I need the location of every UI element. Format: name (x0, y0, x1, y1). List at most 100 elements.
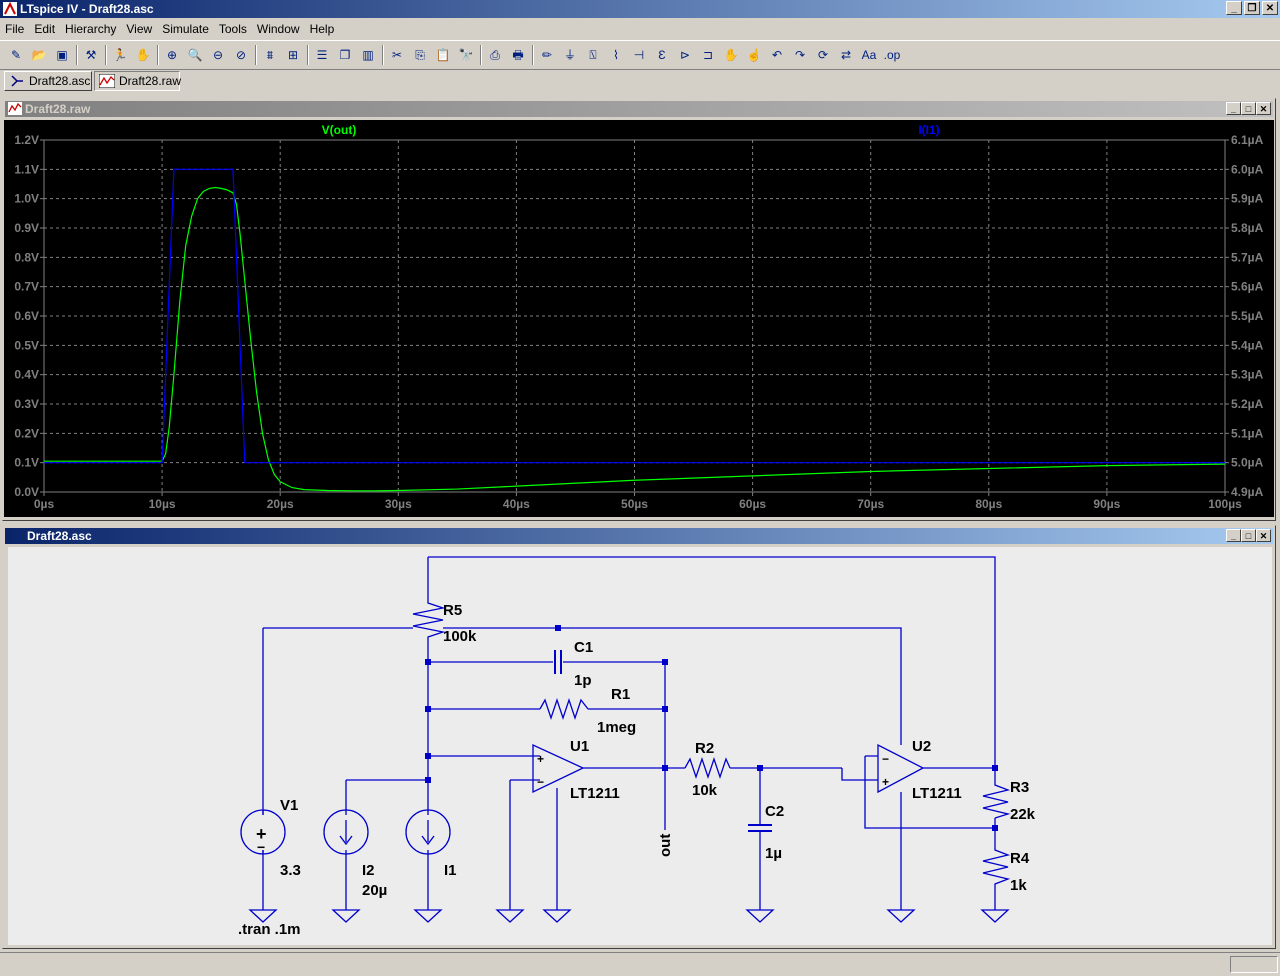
x-tick-label: 60µs (739, 497, 766, 511)
menu-view[interactable]: View (126, 22, 153, 36)
tab-waveform[interactable]: Draft28.raw (94, 71, 181, 91)
window-title: LTspice IV - Draft28.asc (20, 2, 154, 16)
inductor-icon[interactable]: Ɛ (658, 48, 666, 62)
spice-directive-icon[interactable]: .op (883, 48, 901, 62)
schematic-window: Draft28.asc _ □ ✕ (2, 525, 1276, 949)
diode-icon[interactable]: ⊳ (679, 48, 691, 62)
u1-value: LT1211 (570, 785, 620, 802)
plot-close-button[interactable]: ✕ (1256, 102, 1271, 115)
zoom-in-icon[interactable]: ⊕ (166, 48, 178, 62)
toolbar-separator (532, 45, 534, 65)
v1-minus-symbol: − (257, 839, 265, 855)
menu-window[interactable]: Window (256, 22, 300, 36)
control-panel-icon[interactable]: ⚒ (85, 48, 97, 62)
u1-ref: U1 (570, 738, 589, 755)
paste-icon[interactable]: 📋 (435, 48, 451, 62)
minimize-button[interactable]: _ (1226, 1, 1242, 15)
menu-hierarchy[interactable]: Hierarchy (65, 22, 117, 36)
u2-ref: U2 (912, 738, 931, 755)
x-tick-label: 0µs (34, 497, 55, 511)
tab-schematic[interactable]: Draft28.asc (4, 71, 92, 91)
y-left-tick-label: 1.1V (14, 162, 39, 176)
schematic-minimize-button[interactable]: _ (1226, 529, 1241, 542)
menu-help[interactable]: Help (309, 22, 335, 36)
y-right-tick-label: 5.4µA (1231, 338, 1264, 352)
i2-value: 20µ (362, 882, 387, 899)
schematic-window-title: Draft28.asc (27, 529, 92, 543)
ltspice-logo-icon (3, 2, 17, 16)
grid-icon[interactable]: ⊞ (287, 48, 299, 62)
toolbar-separator (382, 45, 384, 65)
print-icon[interactable]: 🖶 (512, 48, 524, 62)
move-icon[interactable]: ✋ (723, 48, 739, 62)
r3-ref: R3 (1010, 779, 1029, 796)
menu-edit[interactable]: Edit (34, 22, 56, 36)
redo-icon[interactable]: ↷ (794, 48, 806, 62)
open-icon[interactable]: 📂 (31, 48, 47, 62)
y-right-tick-label: 5.0µA (1231, 456, 1264, 470)
u1-plus-pin: + (537, 752, 544, 766)
cascade-icon[interactable]: ❐ (339, 48, 351, 62)
autorange-icon[interactable]: ⩩ (266, 48, 274, 62)
menu-simulate[interactable]: Simulate (162, 22, 209, 36)
c1-value: 1p (574, 672, 592, 689)
net-label-out: out (657, 834, 674, 857)
schematic-canvas[interactable]: + − + − − + V1 3.3 I2 20µ I1 R5 100k C1 … (8, 547, 1272, 945)
text-icon[interactable]: Aa (861, 48, 877, 62)
schematic-icon (11, 75, 23, 87)
new-schematic-icon[interactable]: ✎ (10, 48, 22, 62)
schematic-maximize-button[interactable]: □ (1241, 529, 1256, 542)
ground-icon[interactable]: ⏚ (563, 48, 576, 62)
r5-value: 100k (443, 628, 477, 645)
y-left-tick-label: 0.6V (14, 309, 39, 323)
status-bar (0, 952, 1280, 976)
drag-icon[interactable]: ☝ (746, 48, 762, 62)
plot-maximize-button[interactable]: □ (1241, 102, 1256, 115)
r5-ref: R5 (443, 602, 462, 619)
undo-icon[interactable]: ↶ (771, 48, 783, 62)
component-icon[interactable]: ⊐ (702, 48, 714, 62)
zoom-in-small-icon[interactable]: 🔍 (187, 48, 203, 62)
print-preview-icon[interactable]: ⎙ (490, 48, 500, 62)
spice-directive: .tran .1m (238, 921, 301, 938)
wire-icon[interactable]: ✏ (541, 48, 553, 62)
tab-label: Draft28.asc (29, 74, 91, 88)
r2-value: 10k (692, 782, 718, 799)
schematic-close-button[interactable]: ✕ (1256, 529, 1271, 542)
rotate-icon[interactable]: ⟳ (817, 48, 829, 62)
cut-icon[interactable]: ✂ (391, 48, 403, 62)
menu-file[interactable]: File (5, 22, 25, 36)
zoom-cancel-icon[interactable]: ⊘ (235, 48, 247, 62)
copy-icon[interactable]: ⎘ (415, 48, 425, 62)
restore-button[interactable]: ❐ (1244, 1, 1260, 15)
run-icon[interactable]: 🏃 (112, 48, 128, 62)
waveform-window: Draft28.raw _ □ ✕ (2, 98, 1276, 521)
wires (240, 556, 1011, 923)
waveform-window-title: Draft28.raw (25, 102, 91, 116)
plot-minimize-button[interactable]: _ (1226, 102, 1241, 115)
waveform-icon (99, 74, 115, 88)
save-icon[interactable]: ▣ (56, 48, 68, 62)
label-net-icon[interactable]: ⍂ (589, 48, 597, 62)
x-tick-label: 70µs (857, 497, 884, 511)
x-tick-label: 30µs (385, 497, 412, 511)
toolbar-separator (480, 45, 482, 65)
x-tick-label: 50µs (621, 497, 648, 511)
find-icon[interactable]: 🔭 (458, 48, 474, 62)
tile-vertical-icon[interactable]: ▥ (362, 48, 374, 62)
y-left-tick-label: 0.3V (14, 397, 39, 411)
zoom-out-icon[interactable]: ⊖ (212, 48, 224, 62)
resistor-icon[interactable]: ⌇ (613, 48, 619, 62)
junction-dots (425, 625, 998, 831)
capacitor-icon[interactable]: ⊣ (633, 48, 645, 62)
menu-tools[interactable]: Tools (218, 22, 247, 36)
close-button[interactable]: ✕ (1262, 1, 1278, 15)
mirror-icon[interactable]: ⇄ (840, 48, 852, 62)
schematic-drawing[interactable]: + − + − − + V1 3.3 I2 20µ I1 R5 100k C1 … (8, 547, 1272, 945)
pan-icon[interactable]: ✋ (135, 48, 151, 62)
tile-horizontal-icon[interactable]: ☰ (316, 48, 328, 62)
c2-value: 1µ (765, 845, 782, 862)
legend-ii1: I(I1) (918, 123, 939, 137)
